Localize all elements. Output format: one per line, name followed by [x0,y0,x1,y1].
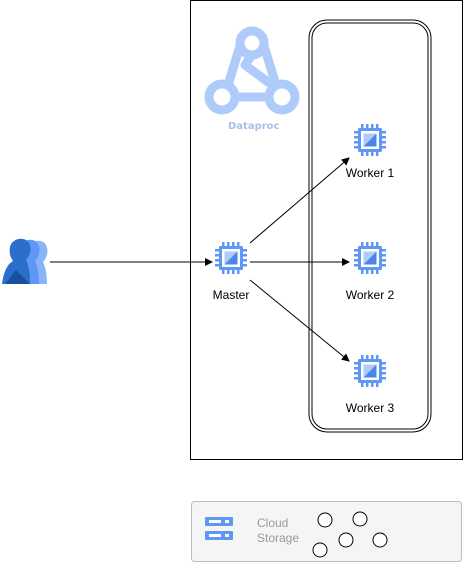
chip-icon [215,242,247,274]
worker-1-label: Worker 1 [345,166,395,180]
master-label: Master [212,288,250,302]
cloud-storage-line1: Cloud [257,516,289,530]
dataproc-label: Dataproc [228,121,280,132]
bucket-circles-icon [312,511,388,558]
master-to-worker3-arrow [249,279,350,362]
dataproc-logo-icon [204,26,300,115]
worker-3-label: Worker 3 [345,401,395,415]
worker-group-outer-border [308,19,432,433]
cloud-storage-label: Cloud Storage [257,516,299,546]
storage-server-icon [205,517,233,540]
users-icon [2,238,48,284]
dataproc-cluster-frame [190,0,463,460]
worker-2-label: Worker 2 [345,288,395,302]
worker-group-inner-border [311,22,429,430]
cloud-storage-card [191,501,462,562]
chip-icon [354,355,386,387]
cloud-storage-line2: Storage [257,531,300,545]
chip-icon [354,242,386,274]
chip-icon [354,124,386,156]
master-to-worker1-arrow [249,157,350,244]
